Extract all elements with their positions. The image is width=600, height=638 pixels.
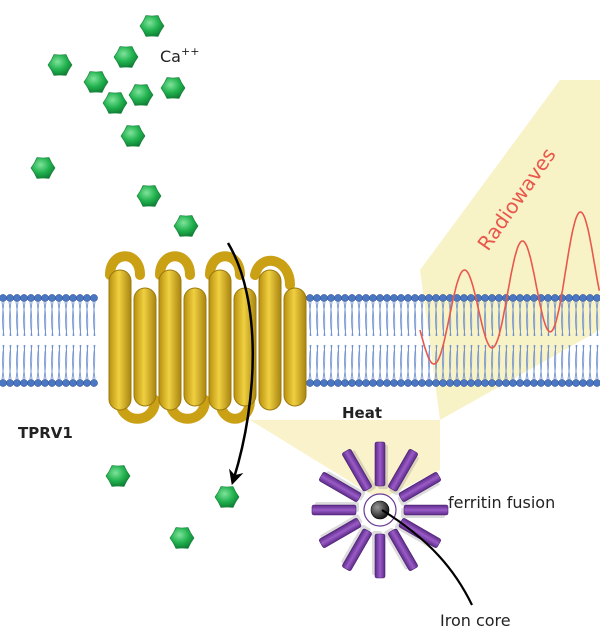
iron-core-label: Iron core — [440, 611, 511, 630]
calcium-ion-icon — [105, 465, 131, 487]
calcium-ion-icon — [160, 77, 186, 99]
radiowave-signal — [419, 211, 600, 365]
ferritin-particle — [311, 441, 449, 579]
calcium-ion-icon — [30, 157, 56, 179]
heat-label: Heat — [342, 404, 382, 422]
iron-core-icon — [370, 500, 390, 520]
ferritin-label: ferritin fusion — [448, 493, 555, 512]
iron-core-pointer — [381, 509, 473, 606]
calcium-ion-icon — [113, 46, 139, 68]
calcium-ion-icon — [102, 92, 128, 114]
calcium-ion-icon — [47, 54, 73, 76]
calcium-ion-icon — [120, 125, 146, 147]
calcium-ion-icon — [214, 486, 240, 508]
calcium-ions — [30, 15, 240, 549]
radiowave-beam — [420, 80, 600, 420]
calcium-ion-icon — [136, 185, 162, 207]
ion-flow-arrow — [226, 242, 254, 486]
channel-label: TPRV1 — [18, 424, 73, 442]
tprv1-channel — [105, 251, 307, 424]
calcium-ion-icon — [173, 215, 199, 237]
calcium-ion-icon — [128, 84, 154, 106]
calcium-ion-icon — [169, 527, 195, 549]
calcium-label: Ca++ — [160, 45, 199, 66]
calcium-ion-icon — [83, 71, 109, 93]
calcium-ion-icon — [139, 15, 165, 37]
